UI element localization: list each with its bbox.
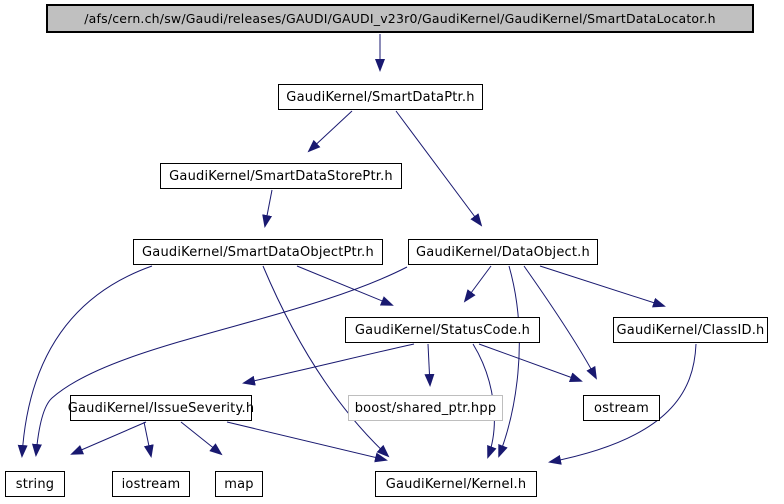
node-classid[interactable]: GaudiKernel/ClassID.h: [613, 317, 768, 343]
edge-dataobject-to-classid: [539, 265, 666, 308]
edge-smartdataptr-to-smartdatastoreptr: [307, 110, 353, 153]
edge-statuscode-to-boost_shared_ptr: [424, 343, 435, 387]
edge-issueseverity-to-kernel: [226, 421, 388, 463]
edge-smartdatastoreptr-to-smartdataobjectptr: [262, 189, 273, 228]
node-map: map: [215, 471, 263, 497]
node-smartdataptr[interactable]: GaudiKernel/SmartDataPtr.h: [278, 84, 483, 110]
node-statuscode[interactable]: GaudiKernel/StatusCode.h: [345, 317, 540, 343]
edge-dataobject-to-statuscode: [463, 265, 492, 303]
node-ostream: ostream: [583, 395, 660, 421]
node-iostream: iostream: [112, 471, 190, 497]
node-smartdatastoreptr[interactable]: GaudiKernel/SmartDataStorePtr.h: [160, 163, 402, 189]
edge-dataobject-to-string: [31, 266, 408, 457]
edge-issueseverity-to-iostream: [143, 421, 154, 458]
edge-dataobject-to-ostream: [523, 265, 597, 380]
node-dataobject[interactable]: GaudiKernel/DataObject.h: [408, 239, 598, 265]
node-boost_shared_ptr: boost/shared_ptr.hpp: [348, 395, 503, 421]
node-smartdatalocator: /afs/cern.ch/sw/Gaudi/releases/GAUDI/GAU…: [46, 4, 754, 33]
node-issueseverity[interactable]: GaudiKernel/IssueSeverity.h: [68, 395, 254, 421]
edge-issueseverity-to-string: [70, 421, 147, 455]
node-kernel[interactable]: GaudiKernel/Kernel.h: [375, 471, 537, 497]
edge-smartdataptr-to-dataobject: [395, 110, 483, 227]
edge-statuscode-to-issueseverity: [242, 343, 415, 386]
edge-smartdataobjectptr-to-string: [17, 265, 153, 458]
edge-dataobject-to-kernel: [498, 265, 520, 458]
edge-classid-to-kernel: [548, 343, 697, 465]
node-string: string: [5, 471, 65, 497]
edge-issueseverity-to-map: [180, 421, 223, 456]
node-smartdataobjectptr[interactable]: GaudiKernel/SmartDataObjectPtr.h: [133, 239, 383, 265]
edge-smartdataobjectptr-to-statuscode: [296, 265, 394, 306]
edge-statuscode-to-ostream: [478, 343, 583, 382]
edge-smartdataobjectptr-to-kernel: [262, 265, 390, 458]
